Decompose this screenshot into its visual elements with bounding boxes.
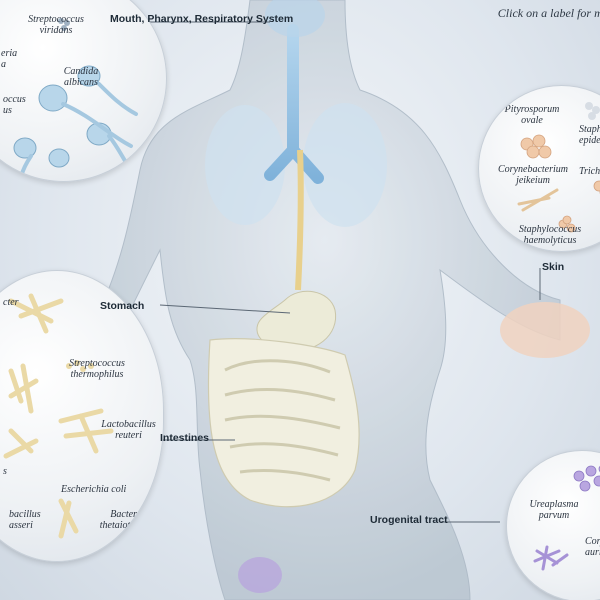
intestine-partial-left-label[interactable]: s: [3, 466, 7, 477]
bacteroides-label[interactable]: Bacteroides thetaiotaomicron: [99, 509, 164, 531]
bladder: [238, 557, 282, 593]
label-stomach[interactable]: Stomach: [100, 300, 145, 312]
urogenital-microbe-bubble: Ureaplasma parvum Corynebac aurimuco: [506, 450, 600, 600]
mouth-microbe-bubble: Streptococcus viridans eria a Candida al…: [0, 0, 167, 182]
intestines-organ: [207, 338, 360, 508]
trachea: [264, 24, 324, 184]
strep-thermophilus-label[interactable]: Streptococcus thermophilus: [69, 358, 125, 380]
ecoli-label[interactable]: Escherichia coli: [61, 484, 127, 495]
hand-skin: [500, 302, 590, 358]
staph-haemolyticus-label[interactable]: Staphylococcus haemolyticus: [518, 224, 582, 246]
candida-albicans-label[interactable]: Candida albicans: [63, 66, 99, 88]
mouth-partial-label[interactable]: occus us: [3, 94, 26, 116]
pityrosporum-label[interactable]: Pityrosporum ovale: [504, 104, 560, 126]
esophagus: [295, 149, 304, 291]
ureaplasma-label[interactable]: Ureaplasma parvum: [529, 499, 579, 521]
label-intestines[interactable]: Intestines: [160, 432, 210, 444]
leader-line-stomach: [159, 304, 291, 314]
label-urogenital-tract[interactable]: Urogenital tract: [370, 514, 448, 526]
lacto-reuteri-label[interactable]: Lactobacillus reuteri: [101, 419, 156, 441]
corynebacterium-jeikeium-label[interactable]: Corynebacterium jeikeium: [498, 164, 568, 186]
instruction-hint: Click on a label for more info: [497, 6, 600, 20]
staph-epidermidis-label[interactable]: Staphylo epiderm: [579, 124, 600, 146]
right-lung: [303, 103, 387, 227]
left-lung: [205, 105, 285, 225]
head-region: [265, 0, 325, 37]
skin-cocci-icon: [517, 102, 600, 233]
ureaplasma-icon: [533, 465, 600, 571]
strep-viridans-label[interactable]: Streptococcus viridans: [28, 14, 84, 36]
candida-cells-icon: [13, 18, 138, 181]
lacto-gasseri-label[interactable]: bacillus asseri: [9, 509, 41, 531]
label-skin[interactable]: Skin: [542, 261, 565, 273]
label-mouth-pharynx-respiratory[interactable]: Mouth, Pharynx, Respiratory System: [110, 13, 294, 25]
intestine-microbe-bubble: cter Streptococcus thermophilus Lactobac…: [0, 270, 164, 562]
intestine-partial-top-label[interactable]: cter: [3, 297, 19, 308]
intestinal-rods-icon: [3, 293, 114, 539]
neisseria-label[interactable]: eria a: [1, 48, 18, 70]
corynebacterium-aurimucosum-label[interactable]: Corynebac aurimuco: [585, 536, 600, 558]
skin-microbe-bubble: Pityrosporum ovale Staphylo epiderm Cory…: [478, 85, 600, 252]
trichosporon-label[interactable]: Trichospor: [579, 166, 600, 177]
